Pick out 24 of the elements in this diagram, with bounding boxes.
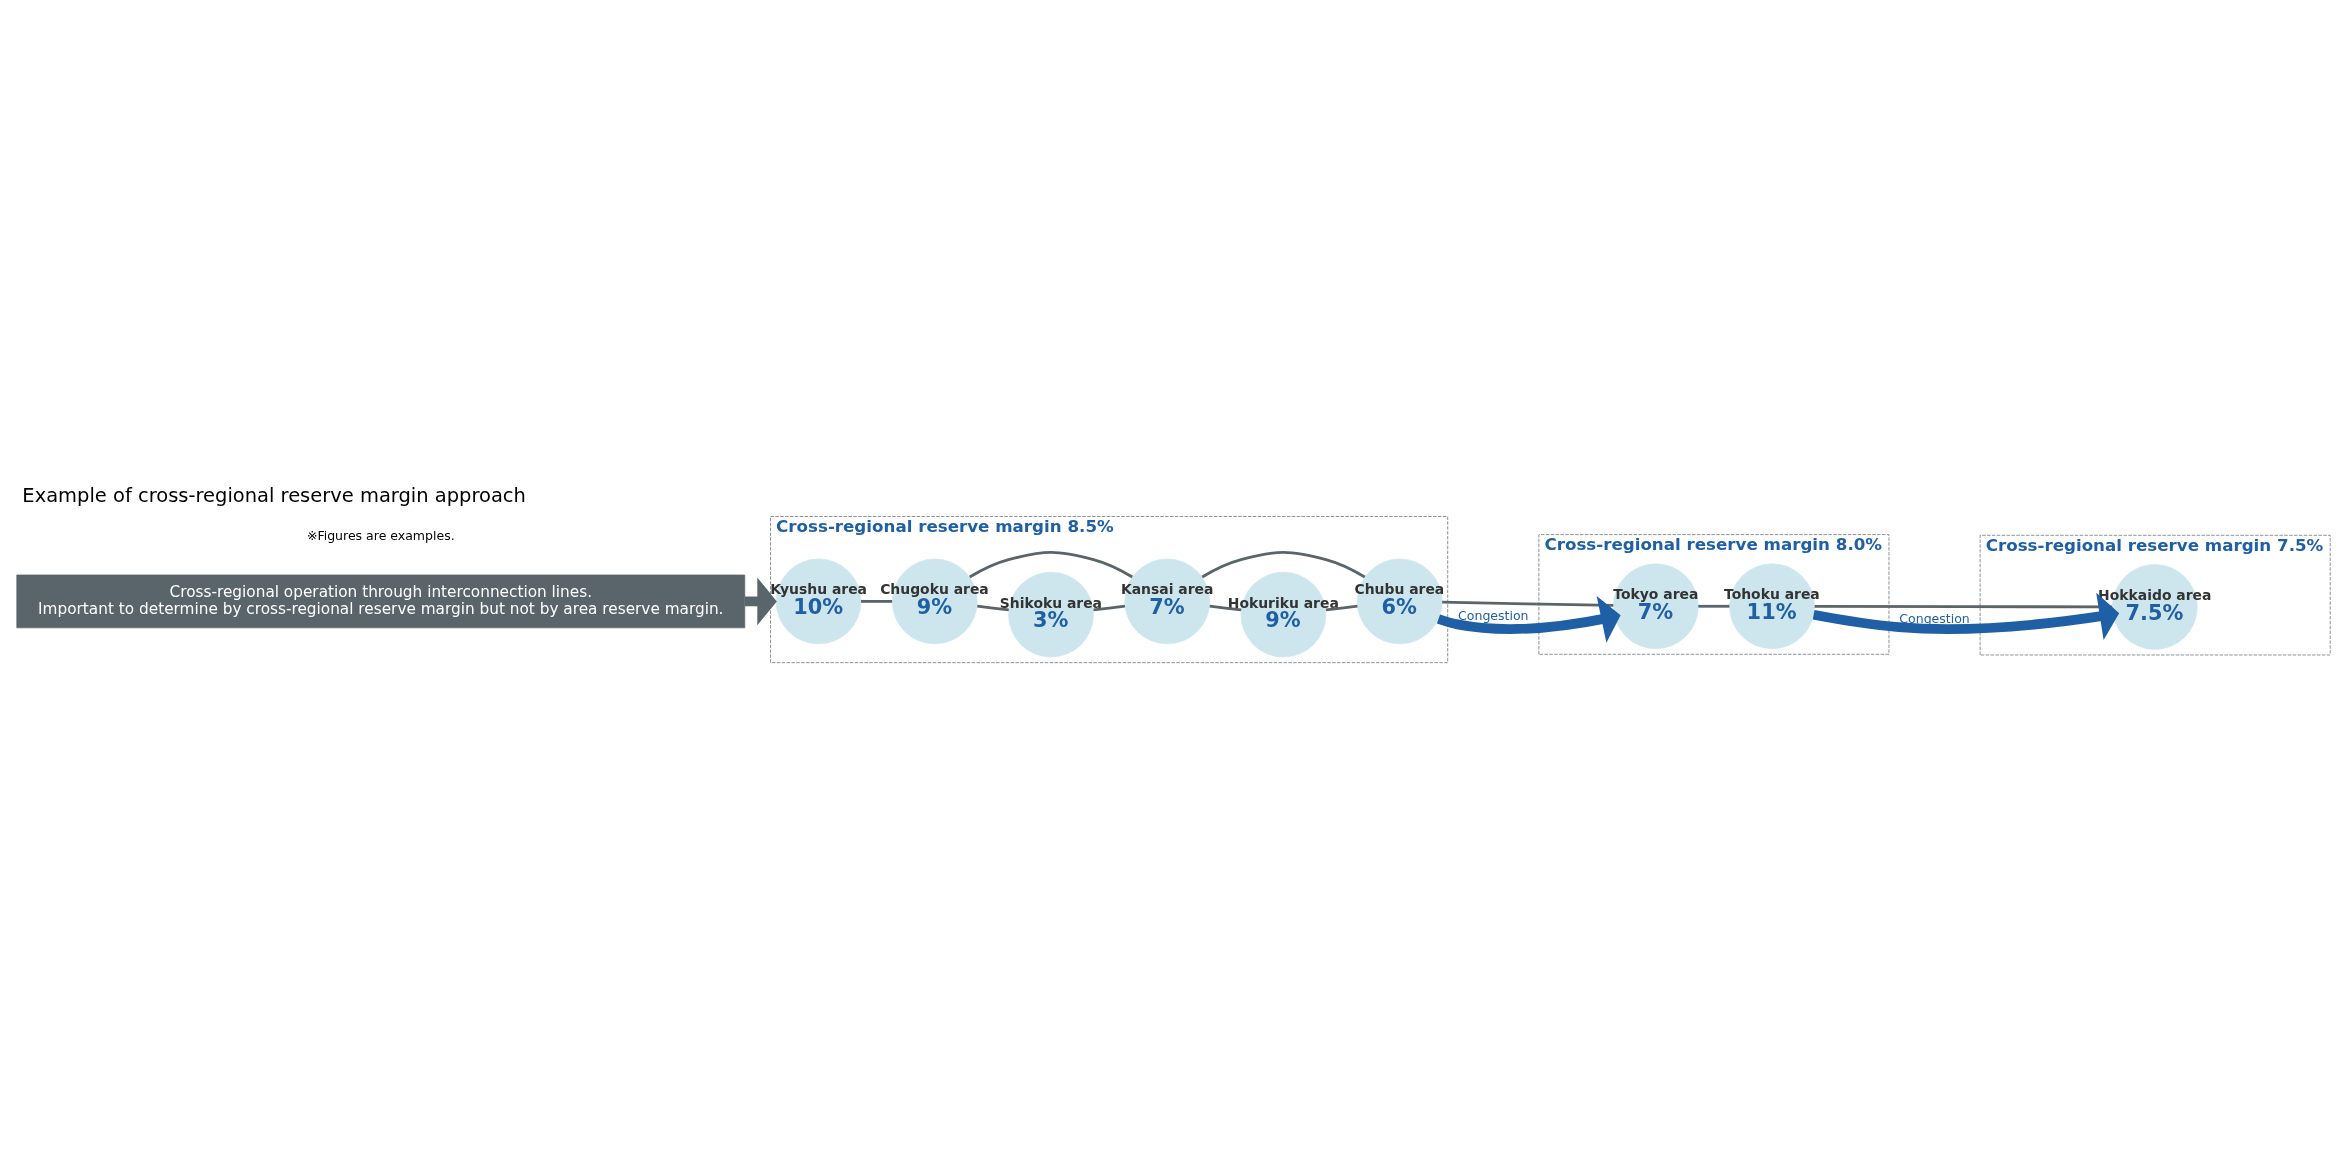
node-label: Hokuriku area <box>1227 594 1339 611</box>
connector <box>1201 551 1366 579</box>
node-circle: Chubu area 6% <box>1356 558 1443 645</box>
node-label: Chugoku area <box>880 581 989 598</box>
edge-label: Congestion <box>1458 608 1529 624</box>
connector <box>969 551 1133 579</box>
arrow <box>744 577 777 626</box>
connector <box>1698 604 1730 608</box>
node-circle: Kansai area 7% <box>1124 558 1211 645</box>
connector <box>1442 600 1614 607</box>
arrow <box>1436 595 1621 643</box>
diagram-title: Example of cross-regional reserve margin approach <box>22 484 526 508</box>
connector <box>1325 604 1358 612</box>
arrow <box>1812 592 2120 640</box>
connector <box>1209 604 1242 612</box>
connector <box>977 604 1009 612</box>
edge-label: Congestion <box>1899 611 1970 627</box>
node-circle: Tokyo area 7% <box>1613 563 1699 650</box>
node-label: Shikoku area <box>999 594 1103 611</box>
connector <box>1814 604 2113 609</box>
connector <box>1093 604 1126 612</box>
label: ※Figures are examples. <box>306 528 455 544</box>
node-box: Cross-regional operation through interconnection lines. Important to determine by cross-regional reserve margin but not by area reserve margin. <box>16 574 746 629</box>
connector <box>861 600 893 603</box>
